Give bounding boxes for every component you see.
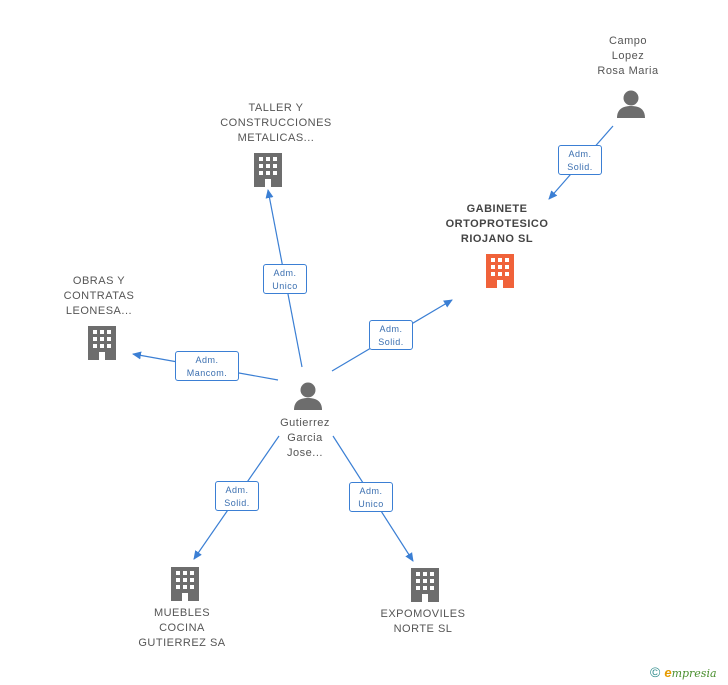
label-line: METALICAS...: [237, 132, 315, 144]
edge-label-line: Mancom.: [186, 368, 228, 378]
brand-initial: e: [664, 665, 672, 680]
label-line: RIOJANO SL: [460, 233, 534, 245]
building-icon[interactable]: [171, 567, 199, 601]
building-icon[interactable]: [411, 568, 439, 602]
edge-label-gutierrez-expomoviles: Adm. Unico: [349, 482, 393, 512]
label-line: OBRAS Y: [72, 275, 126, 287]
building-icon[interactable]: [254, 153, 282, 187]
edge-label-campo-gabinete: Adm. Solid.: [558, 145, 602, 175]
edge-label-line: Solid.: [224, 498, 250, 508]
edge-label-gutierrez-muebles: Adm. Solid.: [215, 481, 259, 511]
label-line: TALLER Y: [248, 102, 304, 114]
label-line: LEONESA...: [65, 305, 133, 317]
label-line: NORTE SL: [393, 623, 453, 635]
person-icon[interactable]: [617, 90, 645, 119]
label-line: Campo: [609, 35, 647, 47]
edge-label-line: Adm.: [359, 486, 383, 496]
edge-label-line: Adm.: [568, 149, 592, 159]
node-label-taller[interactable]: TALLER Y CONSTRUCCIONES METALICAS...: [196, 101, 356, 146]
building-icon[interactable]: [486, 254, 514, 288]
edge-label-line: Solid.: [378, 337, 404, 347]
node-label-expomoviles[interactable]: EXPOMOVILES NORTE SL: [343, 607, 503, 637]
edge-label-line: Adm.: [195, 355, 219, 365]
node-label-gutierrez[interactable]: Gutierrez Garcia Jose...: [225, 416, 385, 461]
edge-label-gutierrez-obras: Adm. Mancom.: [175, 351, 239, 381]
node-label-muebles[interactable]: MUEBLES COCINA GUTIERREZ SA: [102, 606, 262, 651]
edge-label-line: Unico: [358, 499, 384, 509]
label-line: GUTIERREZ SA: [138, 637, 226, 649]
copyright-icon: ©: [650, 664, 661, 680]
label-line: Lopez: [611, 50, 645, 62]
edge-label-line: Unico: [272, 281, 298, 291]
label-line: Garcia: [287, 432, 323, 444]
edge-label-line: Adm.: [273, 268, 297, 278]
label-line: GABINETE: [466, 203, 528, 215]
edge-label-line: Adm.: [379, 324, 403, 334]
label-line: COCINA: [159, 622, 205, 634]
label-line: EXPOMOVILES: [380, 608, 466, 620]
label-line: Gutierrez: [280, 417, 330, 429]
node-label-obras[interactable]: OBRAS Y CONTRATAS LEONESA...: [19, 274, 179, 319]
brand-name: mpresia: [671, 667, 717, 680]
node-label-gabinete[interactable]: GABINETE ORTOPROTESICO RIOJANO SL: [417, 202, 577, 247]
edge-label-line: Solid.: [567, 162, 593, 172]
label-line: CONSTRUCCIONES: [220, 117, 332, 129]
edge-label-gutierrez-gabinete: Adm. Solid.: [369, 320, 413, 350]
label-line: ORTOPROTESICO: [445, 218, 549, 230]
building-icon[interactable]: [88, 326, 116, 360]
edge-label-line: Adm.: [225, 485, 249, 495]
label-line: MUEBLES: [153, 607, 211, 619]
person-icon[interactable]: [294, 382, 322, 411]
label-line: CONTRATAS: [63, 290, 135, 302]
empresia-logo[interactable]: ©empresia: [650, 664, 717, 680]
edge-label-gutierrez-taller: Adm. Unico: [263, 264, 307, 294]
label-line: Rosa Maria: [597, 65, 659, 77]
label-line: Jose...: [287, 447, 323, 459]
node-label-campo[interactable]: Campo Lopez Rosa Maria: [548, 34, 708, 79]
